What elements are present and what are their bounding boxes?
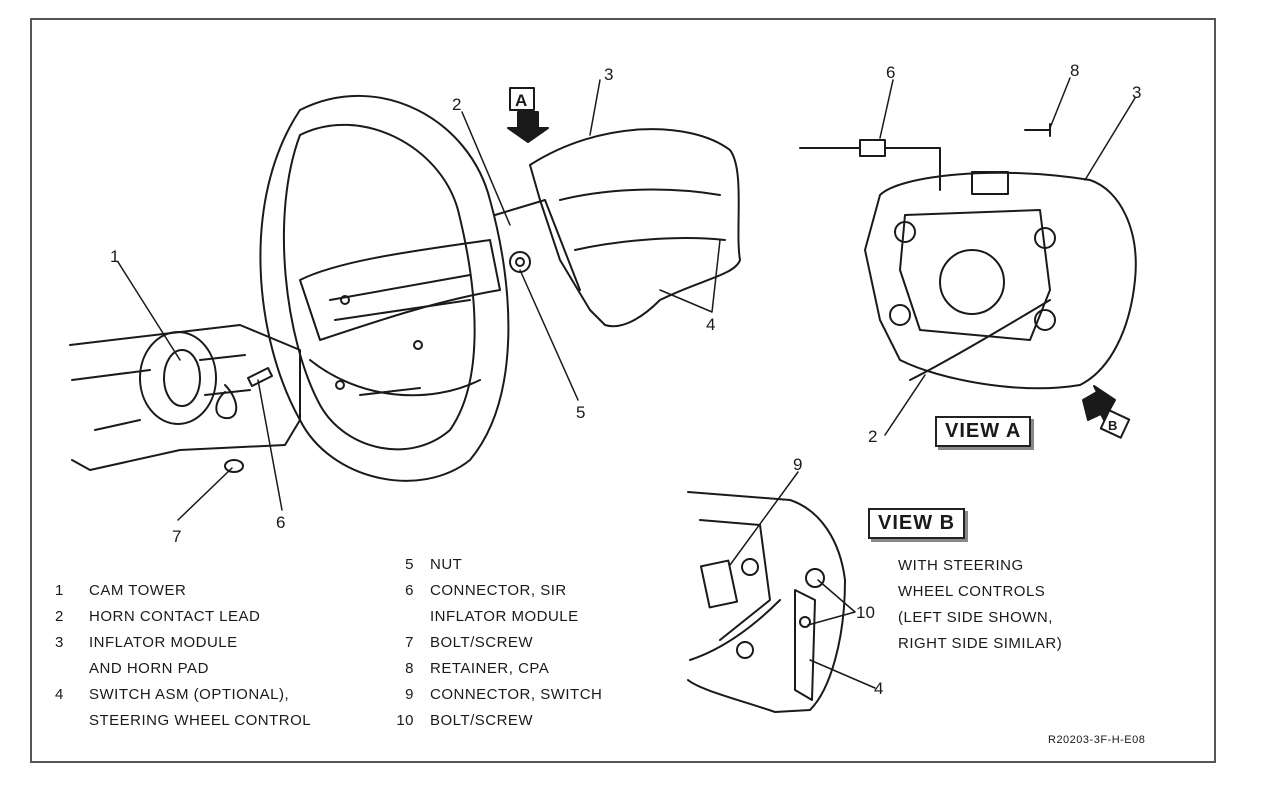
legend-item: 10 BOLT/SCREW: [390, 708, 602, 734]
view-a-callout-3: 3: [1132, 83, 1141, 102]
view-a-callout-6: 6: [886, 63, 895, 82]
legend-item: 6 CONNECTOR, SIR: [390, 578, 602, 604]
legend-left: 1 CAM TOWER 2 HORN CONTACT LEAD 3 INFLATOR …: [55, 578, 311, 734]
legend-num: 7: [405, 634, 414, 651]
callout-4: 4: [706, 315, 715, 334]
view-a-arrow: [507, 111, 549, 143]
view-b-callout-9: 9: [793, 455, 802, 474]
legend-item: 8 RETAINER, CPA: [390, 656, 602, 682]
legend-num: [55, 656, 89, 682]
callout-3: 3: [604, 65, 613, 84]
legend-num: 5: [405, 556, 414, 573]
steering-wheel: [259, 94, 510, 482]
callout-5: 5: [576, 403, 585, 422]
callout-1: 1: [110, 247, 119, 266]
view-b-detail: [687, 491, 846, 713]
legend-num: 8: [405, 660, 414, 677]
bolt-screw: [224, 459, 244, 473]
legend-text: CONNECTOR, SIR: [430, 582, 567, 599]
steering-column: [69, 324, 301, 471]
legend-text: NUT: [430, 556, 463, 573]
legend-num: [390, 604, 414, 630]
legend-num: 2: [55, 608, 64, 625]
legend-text: HORN CONTACT LEAD: [89, 608, 261, 625]
legend-text: INFLATOR MODULE: [430, 608, 579, 625]
leader-lines-view-b: [729, 471, 876, 689]
legend-item: 7 BOLT/SCREW: [390, 630, 602, 656]
legend-num: 1: [55, 582, 64, 599]
leader-lines-main: [117, 79, 721, 521]
view-b-note-line: (LEFT SIDE SHOWN,: [898, 609, 1053, 626]
legend-item: 2 HORN CONTACT LEAD: [55, 604, 311, 630]
view-a-callout-2: 2: [868, 427, 877, 446]
legend-item: 9 CONNECTOR, SWITCH: [390, 682, 602, 708]
legend-num: 6: [405, 582, 414, 599]
legend-item: INFLATOR MODULE: [390, 604, 602, 630]
legend-num: [55, 708, 89, 734]
callout-7: 7: [172, 527, 181, 546]
view-b-note-line: WHEEL CONTROLS: [898, 583, 1046, 600]
arrow-a-label: A: [515, 91, 527, 110]
legend-text: CONNECTOR, SWITCH: [430, 686, 603, 703]
legend-item: AND HORN PAD: [55, 656, 311, 682]
legend-text: STEERING WHEEL CONTROL: [89, 712, 312, 729]
legend-text: RETAINER, CPA: [430, 660, 550, 677]
reference-code: R20203-3F-H-E08: [1048, 734, 1146, 746]
view-b-note: WITH STEERING WHEEL CONTROLS (LEFT SIDE …: [898, 553, 1062, 657]
legend-text: CAM TOWER: [89, 582, 187, 599]
legend-num: 3: [55, 634, 64, 651]
legend-text: INFLATOR MODULE: [89, 634, 238, 651]
legend-item: 1 CAM TOWER: [55, 578, 311, 604]
view-b-note-line: WITH STEERING: [898, 557, 1024, 574]
view-a-title: VIEW A: [935, 416, 1032, 447]
legend-num: 9: [405, 686, 414, 703]
legend-item: 3 INFLATOR MODULE: [55, 630, 311, 656]
arrow-b-label: B: [1108, 418, 1117, 433]
view-b-title: VIEW B: [868, 508, 966, 539]
inflator-module-horn-pad: [494, 128, 741, 328]
legend-item: 4 SWITCH ASM (OPTIONAL),: [55, 682, 311, 708]
legend-num: 10: [396, 712, 414, 729]
view-a-detail: [799, 123, 1137, 390]
legend-num: 4: [55, 686, 64, 703]
view-b-note-line: RIGHT SIDE SIMILAR): [898, 635, 1063, 652]
legend-text: BOLT/SCREW: [430, 634, 534, 651]
callout-2: 2: [452, 95, 461, 114]
connector-sir: [247, 367, 273, 387]
diagram-frame: [30, 18, 1216, 763]
view-b-callout-4: 4: [874, 679, 883, 698]
legend-text: BOLT/SCREW: [430, 712, 534, 729]
leader-lines-view-a: [879, 77, 1136, 436]
legend-text: SWITCH ASM (OPTIONAL),: [89, 686, 290, 703]
view-a-callout-8: 8: [1070, 61, 1079, 80]
legend-item: 5 NUT: [390, 552, 602, 578]
view-b-callout-10: 10: [856, 603, 875, 622]
legend-text: AND HORN PAD: [89, 660, 209, 677]
callout-6: 6: [276, 513, 285, 532]
legend-item: STEERING WHEEL CONTROL: [55, 708, 311, 734]
